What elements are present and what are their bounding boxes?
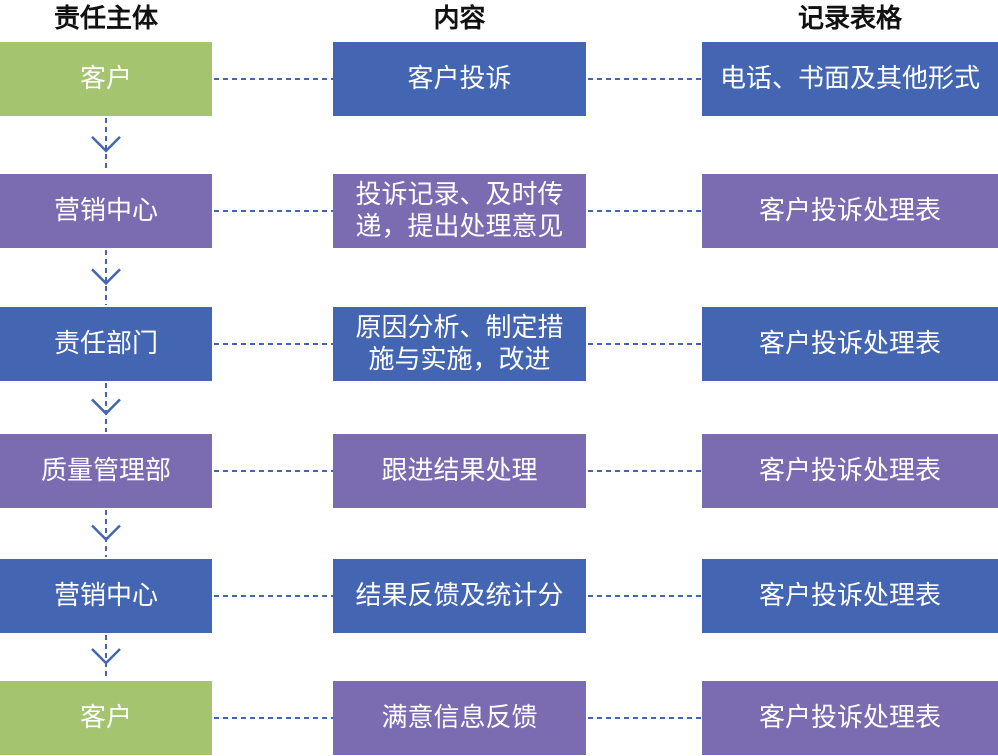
record-label: 客户投诉处理表	[758, 329, 941, 359]
down-arrow-icon	[91, 135, 121, 153]
record-label: 客户投诉处理表	[758, 703, 941, 733]
content-box: 跟进结果处理	[333, 434, 586, 508]
content-box: 投诉记录、及时传递，提出处理意见	[333, 174, 586, 248]
content-label: 客户投诉	[407, 64, 512, 94]
subject-label: 客户	[79, 703, 132, 733]
down-arrow-icon	[91, 648, 121, 665]
content-box: 原因分析、制定措施与实施，改进	[333, 307, 586, 381]
subject-label: 客户	[79, 64, 132, 94]
record-box: 客户投诉处理表	[702, 681, 998, 755]
subject-label: 营销中心	[53, 196, 158, 226]
record-box: 客户投诉处理表	[702, 174, 998, 248]
subject-box: 质量管理部	[0, 434, 212, 508]
down-arrow-icon	[91, 268, 121, 286]
record-box: 客户投诉处理表	[702, 434, 998, 508]
subject-label: 质量管理部	[40, 456, 171, 486]
subject-box: 客户	[0, 42, 212, 116]
record-label: 客户投诉处理表	[758, 196, 941, 226]
down-arrow-icon	[91, 398, 121, 416]
record-box: 客户投诉处理表	[702, 307, 998, 381]
down-arrow-icon	[91, 524, 121, 542]
content-label: 满意信息反馈	[381, 703, 538, 733]
record-label: 客户投诉处理表	[758, 581, 941, 611]
record-label: 电话、书面及其他形式	[719, 64, 980, 94]
content-box: 结果反馈及统计分	[333, 559, 586, 633]
content-box: 客户投诉	[333, 42, 586, 116]
header-content: 内容	[433, 4, 486, 34]
header-subject: 责任主体	[53, 4, 158, 34]
subject-box: 营销中心	[0, 174, 212, 248]
record-label: 客户投诉处理表	[758, 456, 941, 486]
header-record: 记录表格	[797, 4, 902, 34]
content-label: 跟进结果处理	[381, 456, 538, 486]
content-label: 原因分析、制定措施与实施，改进	[355, 313, 564, 375]
record-box: 客户投诉处理表	[702, 559, 998, 633]
subject-box: 责任部门	[0, 307, 212, 381]
content-label: 投诉记录、及时传递，提出处理意见	[355, 180, 564, 242]
subject-label: 营销中心	[53, 581, 158, 611]
record-box: 电话、书面及其他形式	[702, 42, 998, 116]
content-box: 满意信息反馈	[333, 681, 586, 755]
subject-box: 客户	[0, 681, 212, 755]
content-label: 结果反馈及统计分	[355, 581, 564, 611]
subject-label: 责任部门	[53, 329, 158, 359]
subject-box: 营销中心	[0, 559, 212, 633]
